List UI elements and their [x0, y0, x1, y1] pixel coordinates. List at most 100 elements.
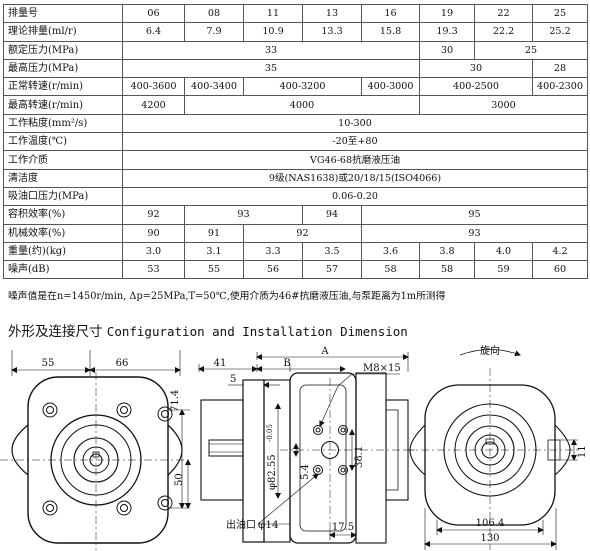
- table-cell: 92: [243, 223, 362, 243]
- table-cell: 56: [243, 260, 303, 280]
- table-cell: 3000: [419, 95, 588, 115]
- table-cell: 10.9: [243, 22, 303, 42]
- dim-130: 130: [480, 533, 499, 544]
- row-label: 吸油口压力(MPa): [3, 186, 123, 207]
- row-label: 理论排量(ml/r): [3, 22, 123, 42]
- dim-5: 5: [230, 374, 236, 385]
- dim-m8-thread: M8×15: [363, 363, 401, 374]
- row-label: 容积效率(%): [3, 205, 123, 225]
- table-cell: 25.2: [532, 22, 588, 42]
- table-cell: 60: [532, 260, 588, 280]
- model-cell: 08: [184, 3, 244, 24]
- table-cell: 57: [302, 260, 362, 280]
- table-cell: 90: [122, 223, 185, 243]
- table-cell: 22.2: [474, 22, 533, 42]
- table-cell: 53: [122, 260, 185, 280]
- table-cell: -20至+80: [122, 132, 588, 152]
- table-cell: 400-2500: [419, 77, 533, 97]
- row-label: 额定压力(MPa): [3, 40, 123, 60]
- table-cell: 3.1: [184, 241, 244, 262]
- dim-tolerance: -0.05: [266, 424, 274, 442]
- table-cell: 92: [122, 205, 185, 225]
- table-cell: 3.0: [122, 241, 185, 262]
- dim-phi82: φ82.55: [267, 454, 278, 490]
- dim-41: 41: [214, 358, 227, 369]
- table-cell: 28: [532, 58, 588, 79]
- table-cell: VG46-68抗磨液压油: [122, 150, 588, 170]
- table-cell: 13.3: [302, 22, 362, 42]
- outlet-text: 出油口: [226, 518, 256, 531]
- header-row: 排量号 06 08 11 13 16 19 22 25: [3, 3, 588, 24]
- section-title: 外形及连接尺寸 Configuration and Installation D…: [8, 320, 408, 340]
- table-cell: 95: [361, 205, 588, 225]
- table-cell: 33: [122, 40, 420, 60]
- model-cell: 11: [243, 3, 303, 24]
- row-label: 清洁度: [3, 168, 123, 188]
- noise-note: 噪声值是在n=1450r/min, Δp=25MPa,T=50℃,使用介质为46…: [8, 291, 446, 302]
- spec-table: 排量号 06 08 11 13 16 19 22 25 理论排量(ml/r)6.…: [3, 3, 588, 280]
- row-label: 工作介质: [3, 150, 123, 170]
- model-cell: 22: [474, 3, 533, 24]
- row-label: 噪声(dB): [3, 260, 123, 280]
- dim-a: A: [320, 346, 329, 357]
- table-cell: 0.06-0.20: [122, 186, 588, 207]
- row-label: 正常转速(r/min): [3, 77, 123, 97]
- table-cell: 4000: [184, 95, 420, 115]
- table-cell: 3.6: [361, 241, 420, 262]
- dim-phi82-group: φ82.55 -0.05: [266, 424, 278, 490]
- table-cell: 7.9: [184, 22, 244, 42]
- model-cell: 16: [361, 3, 420, 24]
- side-view: [198, 352, 415, 544]
- table-cell: 58: [419, 260, 475, 280]
- dimension-drawing: 55 66 71.4 50: [0, 344, 588, 550]
- dim-71-4: 71.4: [170, 390, 181, 412]
- table-cell: 19.3: [419, 22, 475, 42]
- table-cell: 30: [419, 40, 475, 60]
- table-cell: 400-3000: [361, 77, 420, 97]
- dim-55: 55: [42, 358, 55, 369]
- table-cell: 15.8: [361, 22, 420, 42]
- table-cell: 25: [474, 40, 588, 60]
- front-view: [0, 350, 191, 550]
- model-cell: 19: [419, 3, 475, 24]
- table-cell: 93: [184, 205, 303, 225]
- dim-17-5: 17.5: [332, 522, 354, 533]
- dim-66: 66: [116, 358, 129, 369]
- table-cell: 3.5: [302, 241, 362, 262]
- model-cell: 25: [532, 3, 588, 24]
- table-cell: 400-3400: [184, 77, 244, 97]
- table-cell: 6.4: [122, 22, 185, 42]
- model-cell: 06: [122, 3, 185, 24]
- table-cell: 58: [361, 260, 420, 280]
- header-label: 排量号: [3, 3, 123, 24]
- table-cell: 3.3: [243, 241, 303, 262]
- dim-50: 50: [174, 473, 185, 486]
- table-cell: 94: [302, 205, 362, 225]
- rotation-label: 旋向: [480, 344, 500, 357]
- table-cell: 400-3600: [122, 77, 185, 97]
- table-cell: 93: [361, 223, 588, 243]
- section-title-cn: 外形及连接尺寸: [8, 324, 103, 340]
- spec-table-body: 排量号 06 08 11 13 16 19 22 25 理论排量(ml/r)6.…: [3, 3, 588, 280]
- table-cell: 55: [184, 260, 244, 280]
- row-label: 重量(约)(kg): [3, 241, 123, 262]
- table-cell: 400-3200: [243, 77, 362, 97]
- model-cell: 13: [302, 3, 362, 24]
- row-label: 机械效率(%): [3, 223, 123, 243]
- table-cell: 30: [419, 58, 533, 79]
- table-row: 工作温度(℃)-20至+80: [3, 132, 588, 152]
- table-row: 工作粘度(mm²/s)10-300: [3, 113, 588, 134]
- table-row: 吸油口压力(MPa)0.06-0.20: [3, 186, 588, 207]
- rear-view: [405, 349, 580, 550]
